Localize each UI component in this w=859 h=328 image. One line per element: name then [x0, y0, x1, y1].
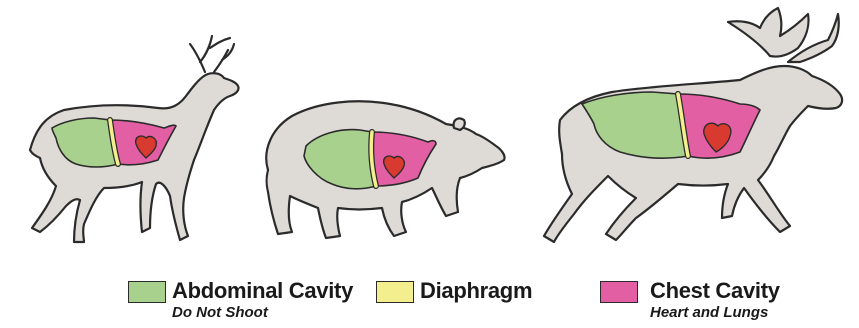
moose-figure [544, 8, 842, 242]
legend-swatch-diaphragm [376, 281, 414, 303]
legend-label-abdominal: Abdominal Cavity [172, 278, 353, 304]
moose-antlers [728, 8, 839, 62]
deer-antlers [190, 36, 234, 72]
deer-figure [30, 36, 239, 242]
legend-swatch-abdominal [128, 281, 166, 303]
bear-figure [266, 101, 504, 238]
legend-sublabel-abdominal: Do Not Shoot [172, 304, 268, 321]
legend-swatch-chest [600, 281, 638, 303]
legend-label-chest: Chest Cavity [650, 278, 780, 304]
legend-sublabel-chest: Heart and Lungs [650, 304, 768, 321]
bear-ear [454, 118, 465, 130]
legend-label-diaphragm: Diaphragm [420, 278, 532, 304]
